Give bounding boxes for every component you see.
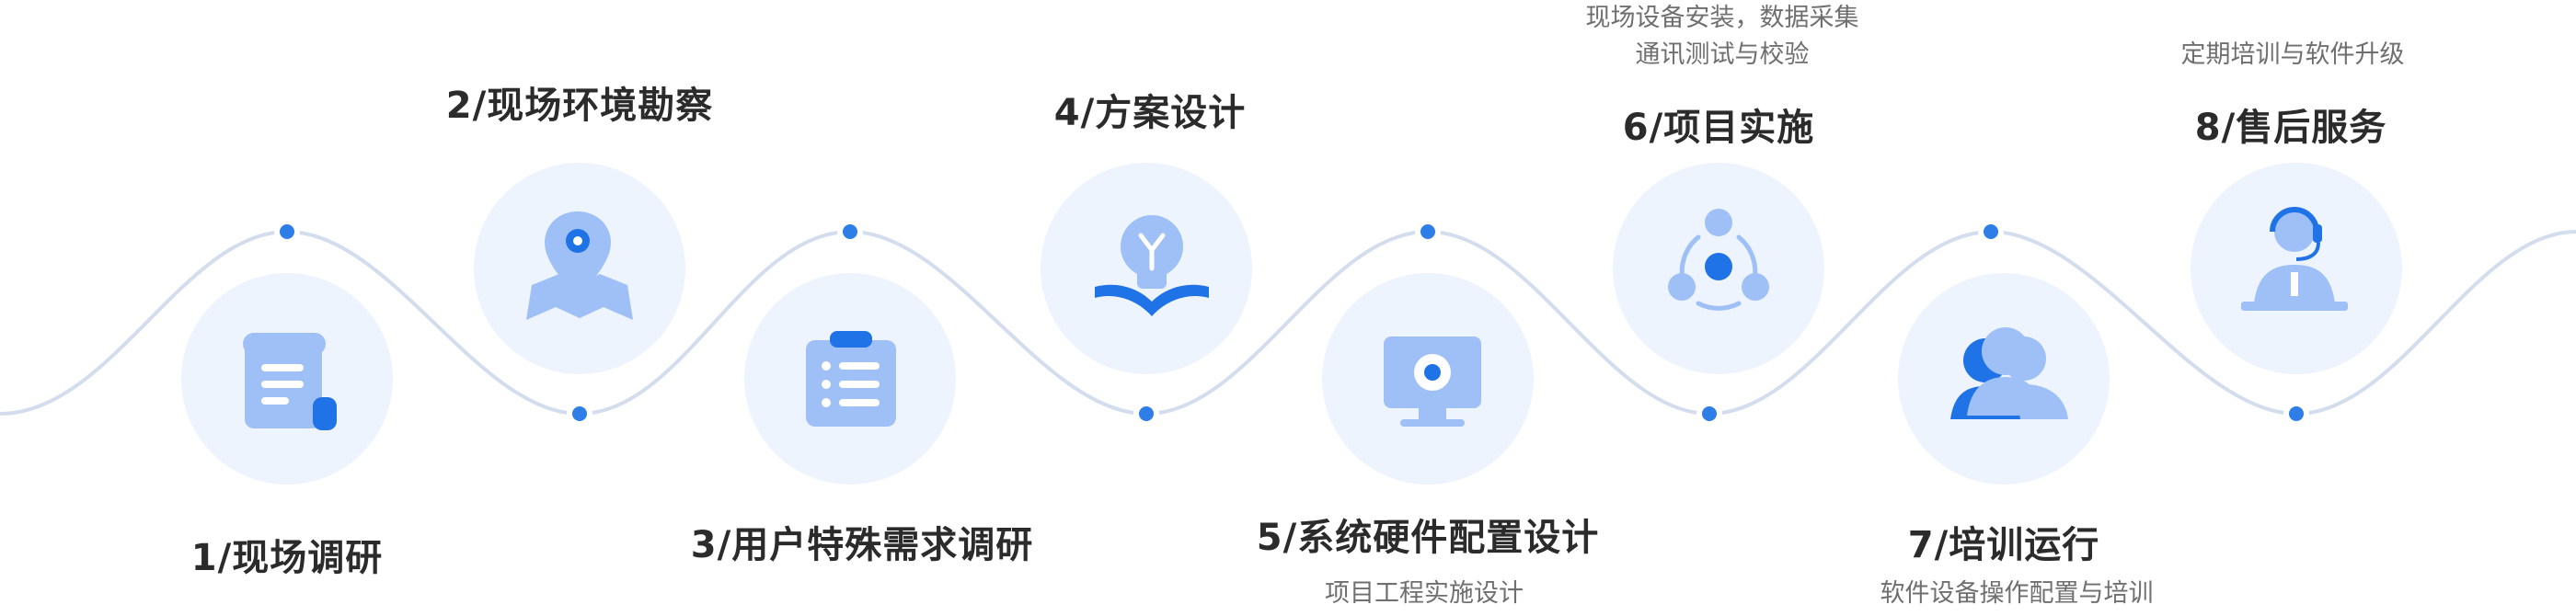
step-7-title: 7/培训运行 — [1907, 524, 2100, 566]
clipboard-list-icon — [806, 331, 896, 427]
step-5-description: 项目工程实施设计 — [1325, 576, 1524, 612]
description-line: 现场设备安装，数据采集 — [1585, 4, 1859, 32]
step-2-node — [474, 163, 685, 374]
network-cycle-icon — [1668, 209, 1769, 311]
description-line: 项目工程实施设计 — [1325, 579, 1524, 608]
step-3-title: 3/用户特殊需求调研 — [690, 524, 1034, 566]
connector-dot-core — [843, 224, 857, 239]
step-8-title: 8/售后服务 — [2194, 107, 2387, 149]
connector-dot-core — [572, 406, 587, 421]
step-6-title: 6/项目实施 — [1622, 107, 1815, 149]
step-5-title: 5/系统硬件配置设计 — [1256, 517, 1600, 559]
step-6-description: 现场设备安装，数据采集 通讯测试与校验 — [1586, 0, 1859, 74]
monitor-gear-icon — [1384, 337, 1481, 427]
lightbulb-book-icon — [1095, 215, 1209, 316]
step-5-node — [1322, 273, 1534, 485]
step-8-description: 定期培训与软件升级 — [2181, 37, 2405, 74]
step-1-node — [181, 273, 393, 485]
users-group-icon — [1950, 327, 2068, 419]
description-line: 软件设备操作配置与培训 — [1880, 579, 2154, 608]
description-line: 定期培训与软件升级 — [2180, 40, 2405, 69]
description-line: 通讯测试与校验 — [1635, 40, 1810, 69]
step-3-node — [744, 273, 956, 485]
scroll-icon — [243, 333, 337, 430]
connector-dot-core — [1702, 406, 1717, 421]
step-8-node — [2191, 163, 2402, 374]
wave-connector — [0, 229, 2576, 416]
step-7-description: 软件设备操作配置与培训 — [1880, 576, 2154, 612]
step-6-node — [1613, 163, 1824, 374]
connector-dot-core — [2289, 406, 2304, 421]
connector-dot-core — [280, 224, 294, 239]
step-7-node — [1898, 273, 2110, 485]
connector-dot-core — [1139, 406, 1154, 421]
step-4-title: 4/方案设计 — [1053, 92, 1247, 134]
step-1-title: 1/现场调研 — [190, 537, 384, 579]
step-2-title: 2/现场环境勘察 — [445, 85, 714, 127]
customer-service-icon — [2241, 207, 2348, 311]
connector-dot-core — [1420, 224, 1435, 239]
step-4-node — [1041, 163, 1252, 374]
map-pin-icon — [526, 211, 633, 320]
connector-dot-core — [1984, 224, 1998, 239]
